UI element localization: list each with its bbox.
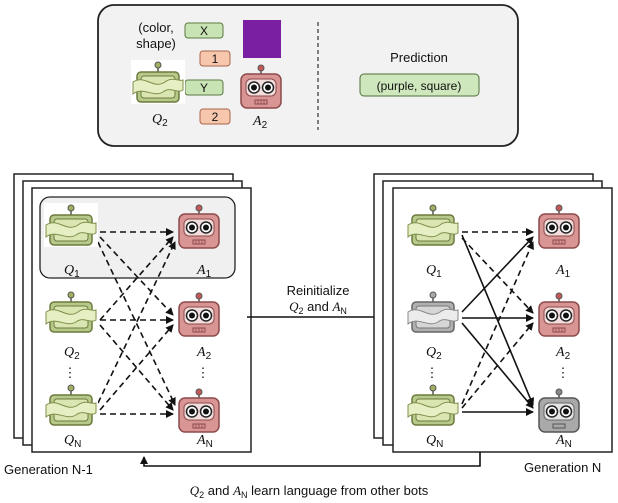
- right-q1-bot-icon: [405, 202, 461, 248]
- question-bot-q2-icon: [130, 59, 186, 105]
- answer-token-1-text: 1: [212, 52, 219, 66]
- left-generation-caption: Generation N-1: [4, 462, 93, 477]
- left-q-ellipsis: ⋮: [64, 365, 77, 380]
- left-qn-bot-icon: [43, 382, 99, 428]
- answer-token-1: [199, 50, 231, 67]
- question-token-x: [184, 22, 224, 39]
- right-q-ellipsis: ⋮: [426, 365, 439, 380]
- right-qn-label: QN: [426, 433, 443, 450]
- right-dashed-edges: [461, 228, 534, 409]
- bottom-caption: Q2 and AN learn language from other bots: [190, 483, 429, 500]
- generation-left: Q1 Q2 QN A1 A2 AN ⋮ ⋮ Generation N-1: [4, 173, 252, 477]
- top-panel: (color, shape) X 1 Y 2 Q2 A2 Prediction …: [97, 4, 519, 147]
- right-q2-reinitialized-bot-icon: [405, 289, 461, 335]
- attribute-label-line1: (color,: [138, 20, 173, 35]
- prediction-value: (purple, square): [377, 79, 462, 93]
- right-q1-label: Q1: [426, 263, 442, 280]
- question-token-x-text: X: [200, 24, 208, 38]
- generation-right: Q1 Q2 QN A1 A2 AN ⋮ ⋮ Generation N: [373, 173, 613, 475]
- a2-label: A2: [252, 114, 268, 131]
- left-edges: [97, 228, 176, 418]
- left-a-ellipsis: ⋮: [197, 365, 210, 380]
- right-a-ellipsis: ⋮: [557, 365, 570, 380]
- answer-token-2-text: 2: [212, 110, 219, 124]
- left-q1-label: Q1: [64, 263, 80, 280]
- q2-label: Q2: [152, 112, 168, 129]
- right-a2-label: A2: [555, 345, 571, 362]
- right-a1-label: A1: [555, 263, 571, 280]
- left-q1-bot-icon: [43, 202, 99, 248]
- reinitialize-label: Reinitialize: [287, 283, 350, 298]
- right-an-label: AN: [555, 433, 572, 450]
- answer-token-2: [199, 108, 231, 125]
- left-a1-label: A1: [196, 263, 212, 280]
- prediction-box: [359, 73, 480, 97]
- left-a2-label: A2: [196, 345, 212, 362]
- left-q2-label: Q2: [64, 345, 80, 362]
- left-qn-label: QN: [64, 433, 81, 450]
- right-q2-label: Q2: [426, 345, 442, 362]
- feedback-arrow: Q2 and AN learn language from other bots: [140, 452, 481, 500]
- right-generation-caption: Generation N: [524, 460, 601, 475]
- attribute-label-line2: shape): [136, 36, 176, 51]
- purple-square-image: [243, 20, 281, 58]
- right-qn-bot-icon: [405, 382, 461, 428]
- question-token-y-text: Y: [200, 81, 208, 95]
- reinitialize-targets: Q2 and AN: [289, 299, 347, 316]
- left-an-label: AN: [196, 433, 213, 450]
- prediction-label: Prediction: [390, 50, 448, 65]
- reinitialize-arrow: Reinitialize Q2 and AN: [247, 283, 390, 321]
- left-q2-bot-icon: [43, 289, 99, 335]
